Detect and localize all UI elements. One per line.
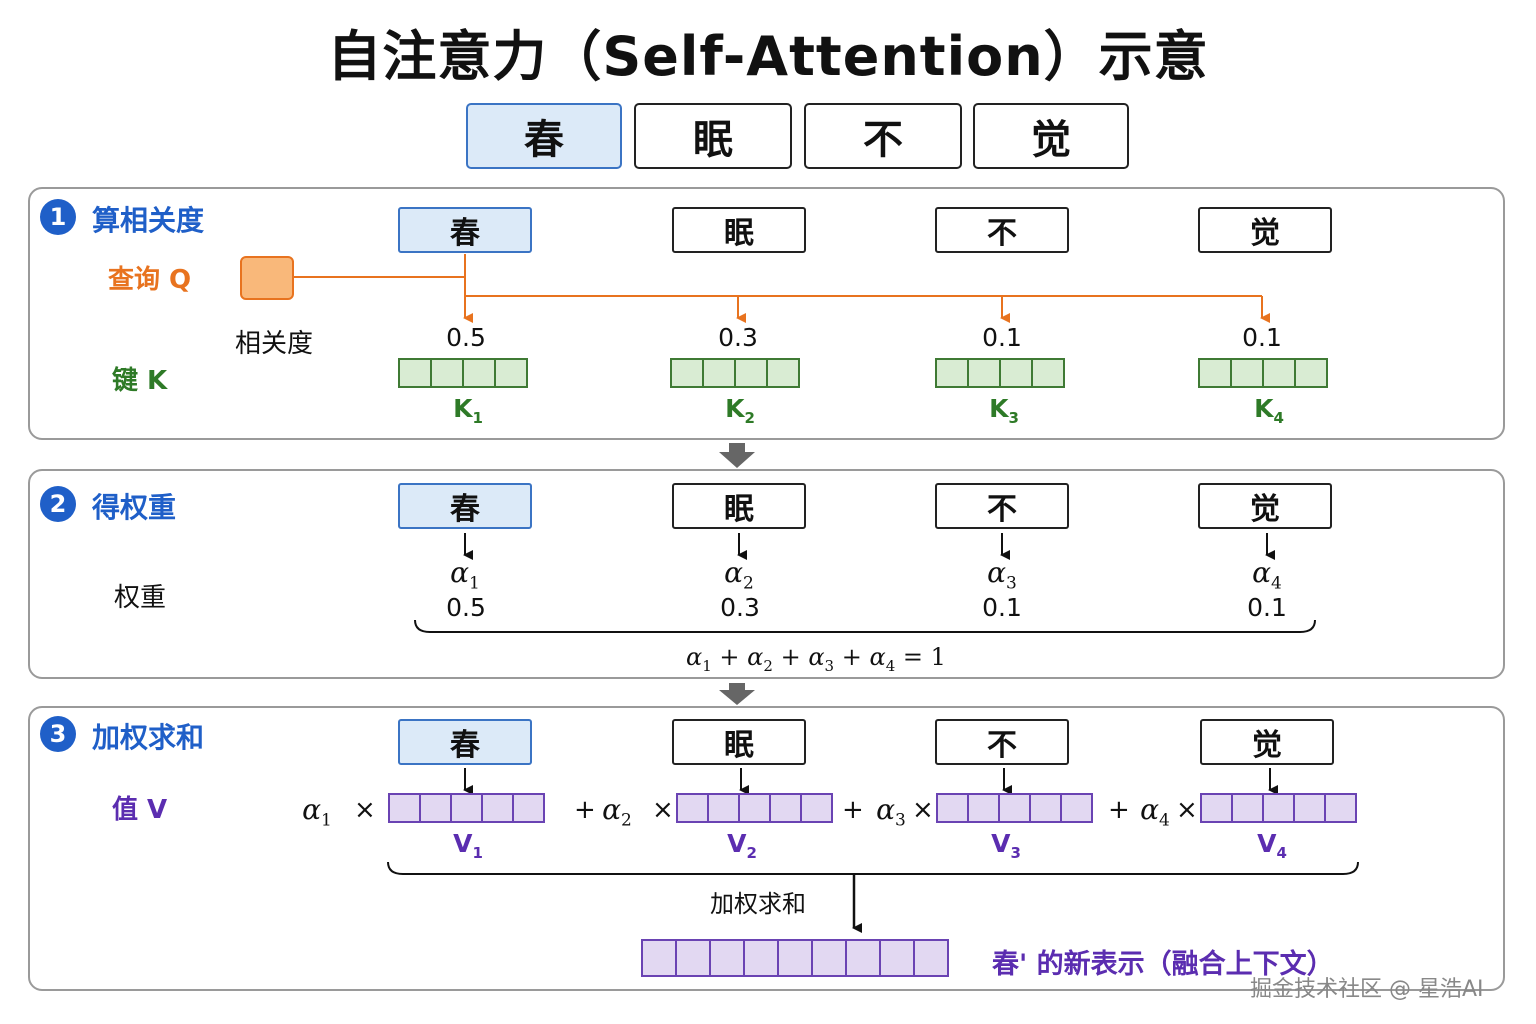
- value-vector-4: [1200, 793, 1357, 823]
- value-coef-3: α3: [876, 793, 906, 831]
- weight-3: 0.1: [982, 593, 1022, 622]
- top-token-3: 不: [804, 103, 962, 169]
- key-label-3: K3: [989, 394, 1019, 427]
- top-token-4: 觉: [973, 103, 1129, 169]
- times-4: ×: [1176, 795, 1198, 825]
- step3-token-2: 眠: [672, 719, 806, 765]
- step1-token-2: 眠: [672, 207, 806, 253]
- step3-token-3: 不: [935, 719, 1069, 765]
- value-label-3: V3: [991, 829, 1021, 862]
- value-vector-1: [388, 793, 545, 823]
- step2-token-1: 春: [398, 483, 532, 529]
- plus-2: +: [842, 795, 864, 825]
- value-coef-1: α1: [302, 793, 332, 831]
- key-label-2: K2: [725, 394, 755, 427]
- alpha-3: α3: [987, 556, 1017, 594]
- score-1: 0.5: [446, 323, 486, 352]
- score-4: 0.1: [1242, 323, 1282, 352]
- value-label-4: V4: [1257, 829, 1287, 862]
- step3-token-1: 春: [398, 719, 532, 765]
- key-label-4: K4: [1254, 394, 1284, 427]
- weight-sum-formula: α1 + α2 + α3 + α4 = 1: [686, 643, 946, 675]
- result-vector: [641, 939, 949, 977]
- value-label-1: V1: [453, 829, 483, 862]
- alpha-1: α1: [450, 556, 480, 594]
- step2-title: 得权重: [92, 491, 177, 524]
- step3-number-badge: 3: [40, 716, 76, 752]
- plus-3: +: [1108, 795, 1130, 825]
- top-token-1: 春: [466, 103, 622, 169]
- watermark: 掘金技术社区 @ 星浩AI: [1250, 977, 1484, 1002]
- step2-token-3: 不: [935, 483, 1069, 529]
- query-label: 查询 Q: [108, 265, 192, 295]
- value-label: 值 V: [112, 795, 168, 825]
- weighted-sum-label: 加权求和: [710, 890, 806, 918]
- weight-4: 0.1: [1247, 593, 1287, 622]
- value-label-2: V2: [727, 829, 757, 862]
- step1-token-4: 觉: [1198, 207, 1332, 253]
- step2-token-2: 眠: [672, 483, 806, 529]
- key-label-1: K1: [453, 394, 483, 427]
- step2-panel: [28, 469, 1505, 679]
- alpha-2: α2: [724, 556, 754, 594]
- key-vector-2: [670, 358, 800, 388]
- value-coef-2: α2: [602, 793, 632, 831]
- page-title: 自注意力（Self-Attention）示意: [327, 25, 1209, 88]
- relevance-label: 相关度: [235, 329, 314, 359]
- times-2: ×: [652, 795, 674, 825]
- plus-1: +: [574, 795, 596, 825]
- value-coef-4: α4: [1140, 793, 1170, 831]
- times-1: ×: [354, 795, 376, 825]
- key-vector-4: [1198, 358, 1328, 388]
- step1-number-badge: 1: [40, 199, 76, 235]
- value-vector-2: [676, 793, 833, 823]
- result-label: 春' 的新表示（融合上下文）: [992, 949, 1334, 980]
- key-vector-3: [935, 358, 1065, 388]
- step1-panel: [28, 187, 1505, 440]
- step3-title: 加权求和: [92, 721, 205, 754]
- alpha-4: α4: [1252, 556, 1282, 594]
- step2-number-badge: 2: [40, 486, 76, 522]
- step1-title: 算相关度: [92, 204, 205, 237]
- query-vector-box: [240, 256, 294, 300]
- step2-token-4: 觉: [1198, 483, 1332, 529]
- weight-2: 0.3: [720, 593, 760, 622]
- step3-panel: [28, 706, 1505, 991]
- step1-token-3: 不: [935, 207, 1069, 253]
- weight-1: 0.5: [446, 593, 486, 622]
- key-vector-1: [398, 358, 528, 388]
- value-vector-3: [936, 793, 1093, 823]
- weight-label: 权重: [114, 583, 167, 613]
- step3-token-4: 觉: [1200, 719, 1334, 765]
- key-label: 键 K: [112, 366, 168, 396]
- times-3: ×: [912, 795, 934, 825]
- step1-token-1: 春: [398, 207, 532, 253]
- top-token-2: 眠: [634, 103, 792, 169]
- score-2: 0.3: [718, 323, 758, 352]
- score-3: 0.1: [982, 323, 1022, 352]
